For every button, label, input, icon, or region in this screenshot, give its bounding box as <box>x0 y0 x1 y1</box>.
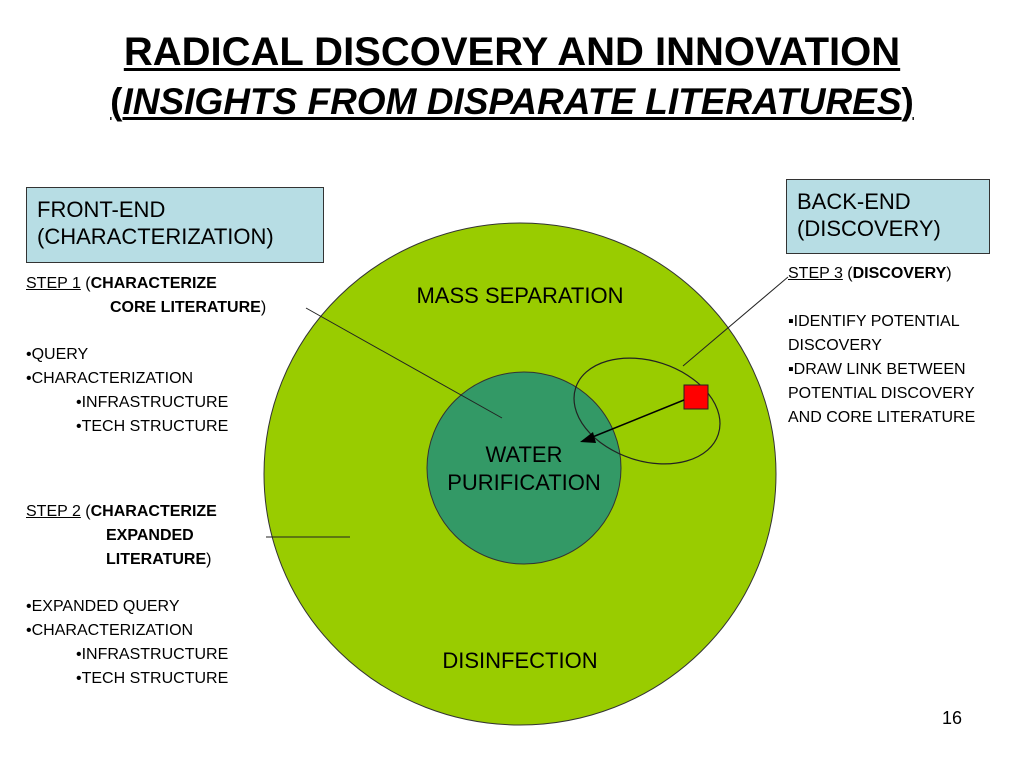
step2-bold-line3: LITERATURE <box>106 551 207 568</box>
step3-bold: DISCOVERY <box>852 265 947 282</box>
step2-bold-line2: EXPANDED <box>106 527 194 544</box>
step3-line: AND CORE LITERATURE <box>788 409 976 426</box>
disinfection-label: DISINFECTION <box>442 648 598 673</box>
discovery-ellipse <box>573 357 721 465</box>
step2-item: •EXPANDED QUERY <box>26 598 180 615</box>
step2-list: •EXPANDED QUERY •CHARACTERIZATION •INFRA… <box>26 595 228 691</box>
step1-connector <box>305 307 503 419</box>
water-label: WATER <box>485 442 563 467</box>
step2-label: STEP 2 <box>26 503 81 520</box>
step1-item: •CHARACTERIZATION <box>26 370 194 387</box>
step1-bold-line2: CORE LITERATURE <box>110 299 261 316</box>
discovery-square <box>683 384 709 410</box>
step1-label: STEP 1 <box>26 275 81 292</box>
mass-separation-label: MASS SEPARATION <box>416 283 624 308</box>
subtitle-close-paren: ) <box>901 81 914 122</box>
step2-close: ) <box>206 551 212 568</box>
page-subtitle: (INSIGHTS FROM DISPARATE LITERATURES) <box>0 78 1024 126</box>
subtitle-italic: INSIGHTS FROM DISPARATE LITERATURES <box>122 81 902 122</box>
front-end-subtitle: (CHARACTERIZATION) <box>37 224 274 249</box>
step2-sub-item: •TECH STRUCTURE <box>76 670 229 687</box>
step3-heading: STEP 3 (DISCOVERY) <box>788 262 952 286</box>
step1-bold-line1: CHARACTERIZE <box>90 275 217 292</box>
step2-sub-item: •INFRASTRUCTURE <box>76 646 229 663</box>
arrowhead <box>580 432 596 443</box>
subtitle-open-paren: ( <box>110 81 123 122</box>
front-end-title: FRONT-END <box>37 197 166 222</box>
back-end-subtitle: (DISCOVERY) <box>797 216 941 241</box>
step3-open: ( <box>842 265 853 282</box>
step2-open: ( <box>80 503 91 520</box>
step1-sub-item: •INFRASTRUCTURE <box>76 394 229 411</box>
step3-line: POTENTIAL DISCOVERY <box>788 385 975 402</box>
step3-label: STEP 3 <box>788 265 843 282</box>
step3-close: ) <box>946 265 952 282</box>
purification-label: PURIFICATION <box>447 470 601 495</box>
back-end-box: BACK-END (DISCOVERY) <box>786 179 990 254</box>
step2-bold-line1: CHARACTERIZE <box>90 503 217 520</box>
water-purification-label: WATER PURIFICATION <box>424 441 624 497</box>
step2-heading: STEP 2 (CHARACTERIZE EXPANDED LITERATURE… <box>26 500 217 572</box>
step1-sub-item: •TECH STRUCTURE <box>76 418 229 435</box>
step3-line: ▪IDENTIFY POTENTIAL <box>788 313 960 330</box>
step1-item: •QUERY <box>26 346 89 363</box>
step2-item: •CHARACTERIZATION <box>26 622 194 639</box>
step1-heading: STEP 1 (CHARACTERIZE CORE LITERATURE) <box>26 272 266 320</box>
step1-list: •QUERY •CHARACTERIZATION •INFRASTRUCTURE… <box>26 343 228 439</box>
page-title: RADICAL DISCOVERY AND INNOVATION <box>123 30 901 74</box>
step3-line: ▪DRAW LINK BETWEEN <box>788 361 966 378</box>
step3-list: ▪IDENTIFY POTENTIAL DISCOVERY ▪DRAW LINK… <box>788 310 975 430</box>
step3-connector <box>682 276 789 367</box>
step1-close: ) <box>260 299 267 316</box>
front-end-box: FRONT-END (CHARACTERIZATION) <box>26 187 324 263</box>
page-number: 16 <box>942 708 963 728</box>
step3-line: DISCOVERY <box>788 337 882 354</box>
step1-open: ( <box>80 275 91 292</box>
inner-circle <box>426 371 622 565</box>
back-end-title: BACK-END <box>797 189 911 214</box>
discovery-link-arrow <box>589 399 685 439</box>
